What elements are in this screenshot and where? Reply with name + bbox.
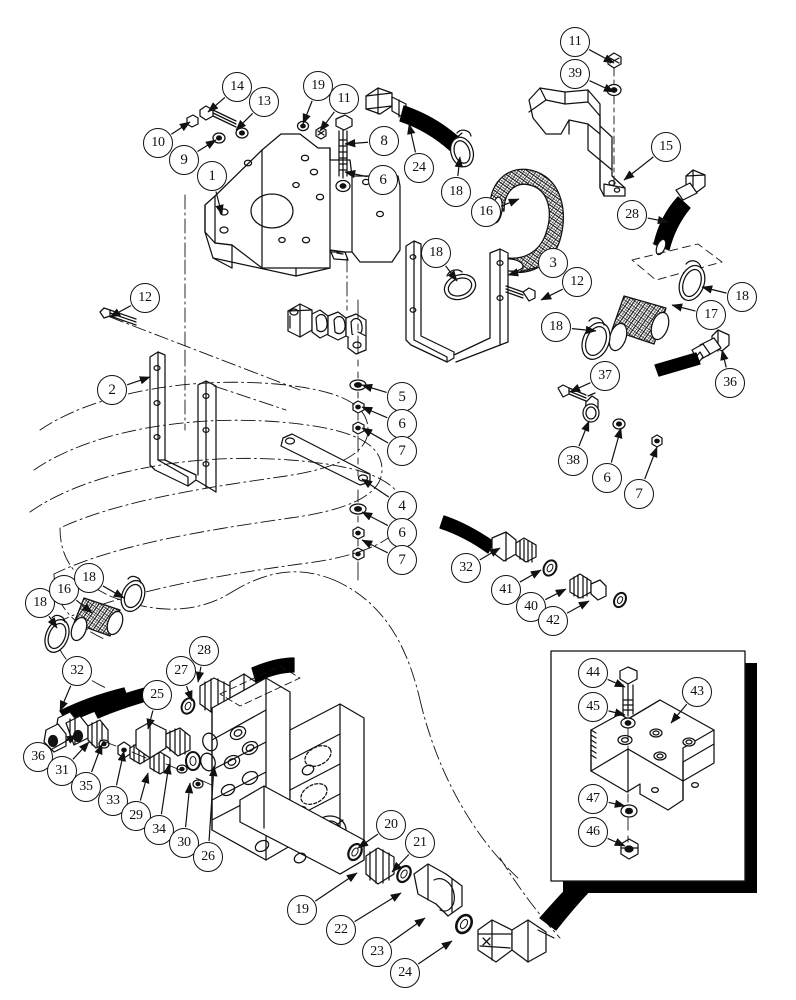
callout-balloon-c-28a[interactable]: 28 [617, 200, 647, 230]
callout-balloon-c-39[interactable]: 39 [560, 59, 590, 89]
callout-balloon-c-4[interactable]: 4 [387, 491, 417, 521]
part-38-clip [582, 392, 600, 423]
callout-balloon-c-18d[interactable]: 18 [727, 282, 757, 312]
callout-balloon-c-44[interactable]: 44 [578, 658, 608, 688]
callout-balloon-c-7b[interactable]: 7 [387, 436, 417, 466]
callout-balloon-c-12a[interactable]: 12 [130, 283, 160, 313]
part-28-hose-right [652, 169, 706, 256]
callout-balloon-c-35[interactable]: 35 [71, 772, 101, 802]
callout-balloon-c-24a[interactable]: 24 [404, 153, 434, 183]
fastener-group-top-left [186, 105, 327, 144]
callout-balloon-c-6b[interactable]: 6 [387, 409, 417, 439]
callout-balloon-c-15[interactable]: 15 [651, 132, 681, 162]
callout-balloon-c-23[interactable]: 23 [362, 937, 392, 967]
callout-balloon-c-6c[interactable]: 6 [592, 463, 622, 493]
callout-balloon-c-20[interactable]: 20 [376, 810, 406, 840]
part-4-link-bar [280, 433, 371, 486]
part-24-hose-end-top [365, 87, 407, 120]
callout-balloon-c-11b[interactable]: 11 [560, 27, 590, 57]
callout-balloon-c-12b[interactable]: 12 [562, 267, 592, 297]
part-22-elbow-bottom [413, 863, 463, 917]
part-6-washer-right [612, 418, 626, 430]
callout-balloon-c-26[interactable]: 26 [193, 842, 223, 872]
part-2-u-bracket [149, 351, 217, 493]
part-23-oring-bottom [454, 913, 474, 935]
part-18-clamp-c [581, 317, 611, 360]
callout-balloon-c-13[interactable]: 13 [249, 87, 279, 117]
callout-balloon-c-2[interactable]: 2 [97, 375, 127, 405]
part-1-shield [204, 133, 401, 277]
callout-balloon-c-8[interactable]: 8 [369, 126, 399, 156]
part-17-braided-tube-right [608, 295, 670, 352]
callout-balloon-c-31[interactable]: 31 [47, 756, 77, 786]
callout-balloon-c-27[interactable]: 27 [166, 656, 196, 686]
callout-balloon-c-45[interactable]: 45 [578, 692, 608, 722]
callout-balloon-c-5[interactable]: 5 [387, 382, 417, 412]
callout-balloon-c-6d[interactable]: 6 [387, 518, 417, 548]
callout-balloon-c-32a[interactable]: 32 [62, 656, 92, 686]
callout-balloon-c-19b[interactable]: 19 [287, 895, 317, 925]
callout-balloon-c-36b[interactable]: 36 [715, 368, 745, 398]
callout-balloon-c-18c[interactable]: 18 [541, 312, 571, 342]
part-32-hose-fitting-center [439, 515, 537, 563]
part-18-clamp-f [120, 575, 146, 613]
part-3-tall-bracket [405, 240, 509, 363]
callout-balloon-c-6a[interactable]: 6 [368, 165, 398, 195]
callout-balloon-c-7d[interactable]: 7 [387, 545, 417, 575]
part-27-oring [180, 697, 196, 715]
part-41-oring [542, 559, 558, 577]
callout-balloon-c-37[interactable]: 37 [590, 361, 620, 391]
part-8-long-bolt [335, 114, 353, 179]
callout-balloon-c-3[interactable]: 3 [538, 248, 568, 278]
part-19-fitting-bottom [365, 847, 395, 885]
callout-balloon-c-19a[interactable]: 19 [303, 71, 333, 101]
part-26-valve-manifold [200, 677, 365, 875]
part-43-mount-plate [590, 699, 715, 811]
callout-balloon-c-14[interactable]: 14 [222, 72, 252, 102]
part-18-clamp-e [44, 614, 70, 653]
part-18-clamp-d [678, 260, 706, 302]
part-12-bolt-right [505, 285, 536, 302]
callout-balloon-c-46[interactable]: 46 [578, 817, 608, 847]
callout-balloon-c-42[interactable]: 42 [538, 606, 568, 636]
part-36-hose-end-right [654, 329, 730, 377]
callout-balloon-c-9[interactable]: 9 [169, 145, 199, 175]
part-25-elbow-fitting [135, 721, 191, 759]
washers-4-6-7-stack [349, 503, 367, 561]
part-45-washer-inset [620, 717, 636, 729]
callout-balloon-c-43[interactable]: 43 [682, 677, 712, 707]
callout-balloon-c-28b[interactable]: 28 [189, 636, 219, 666]
callout-balloon-c-11a[interactable]: 11 [329, 84, 359, 114]
part-18-clamp-b [443, 269, 477, 301]
callout-balloon-c-18b[interactable]: 18 [421, 238, 451, 268]
part-42-oring [613, 591, 627, 609]
part-32-hose-lower-left [43, 685, 157, 753]
callout-balloon-c-16a[interactable]: 16 [471, 197, 501, 227]
part-21-oring-bottom [396, 864, 412, 884]
callout-balloon-c-17[interactable]: 17 [696, 300, 726, 330]
callout-balloon-c-38[interactable]: 38 [558, 446, 588, 476]
part-37-screw [557, 384, 587, 402]
callout-balloon-c-41[interactable]: 41 [491, 575, 521, 605]
part-7-nut-right [651, 434, 663, 448]
part-47-washer-inset [620, 804, 638, 818]
callout-balloon-c-1[interactable]: 1 [197, 161, 227, 191]
callout-balloon-c-25[interactable]: 25 [142, 680, 172, 710]
callout-balloon-c-24b[interactable]: 24 [390, 958, 420, 988]
callout-balloon-c-47[interactable]: 47 [578, 784, 608, 814]
center-fitting-block [287, 303, 367, 355]
part-6-washer-top [335, 179, 351, 193]
callout-balloon-c-18f[interactable]: 18 [74, 563, 104, 593]
callout-balloon-c-10[interactable]: 10 [143, 128, 173, 158]
part-46-nut-inset [620, 838, 639, 860]
callout-balloon-c-21[interactable]: 21 [405, 828, 435, 858]
callout-balloon-c-7c[interactable]: 7 [624, 479, 654, 509]
callout-balloon-c-22[interactable]: 22 [326, 915, 356, 945]
part-40-fitting [569, 573, 607, 601]
callout-balloon-c-18a[interactable]: 18 [441, 177, 471, 207]
part-12-bolt-left [99, 307, 137, 326]
callout-balloon-c-32b[interactable]: 32 [451, 553, 481, 583]
